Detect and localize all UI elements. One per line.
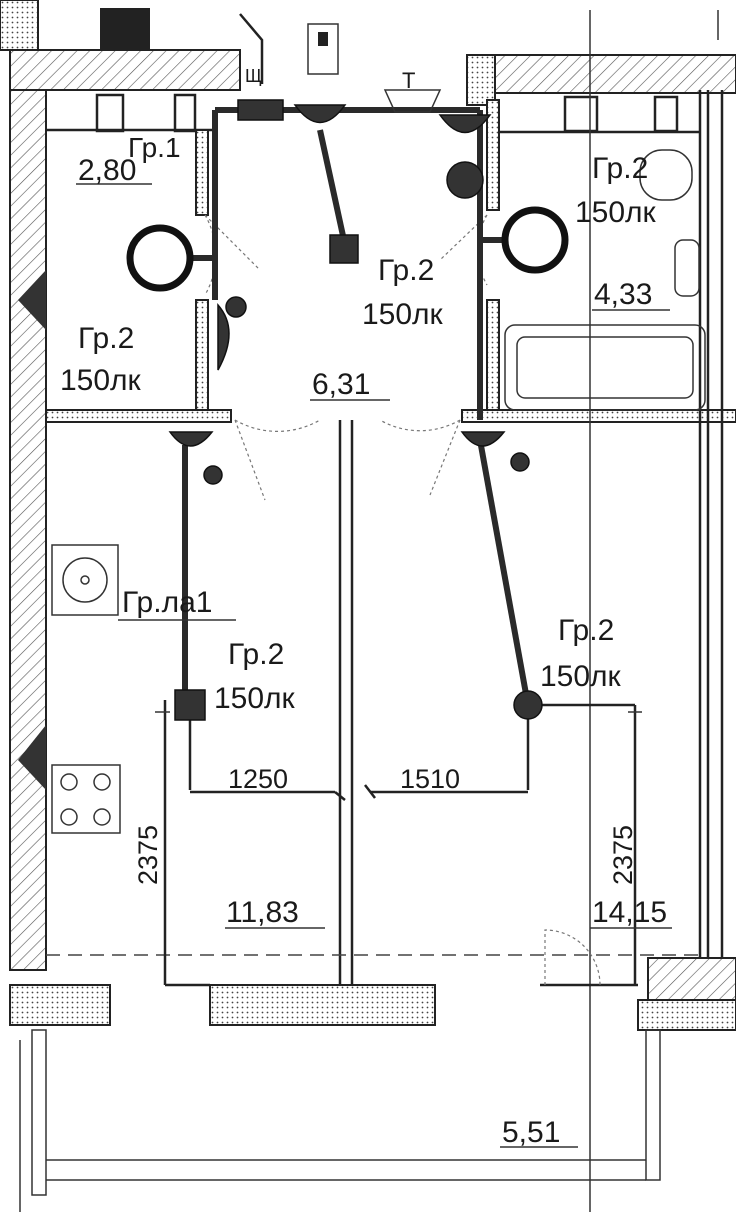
corridor-area-label: 6,31	[312, 368, 370, 401]
room-width-dimension: 1510	[400, 764, 460, 794]
corridor-lux-label: 150лк	[362, 298, 444, 331]
fixtures	[126, 89, 569, 721]
switch-icon	[293, 104, 347, 124]
room-height-dimension: 2375	[608, 825, 638, 885]
bath-ceiling-lamp-icon	[501, 206, 569, 274]
kitchen-switch-icon	[168, 431, 214, 447]
wc-area-label: 2,80	[78, 154, 136, 187]
room-area-label: 14,15	[592, 896, 667, 929]
area-underlines	[76, 183, 672, 1148]
doors	[204, 214, 601, 986]
room-switch-icon	[460, 431, 506, 447]
partitions	[18, 10, 736, 1212]
distribution-shield-icon	[237, 99, 284, 121]
dimension-lines	[155, 711, 642, 801]
kitchen-group-label: Гр.2	[228, 638, 284, 671]
room-group-label: Гр.2	[558, 614, 614, 647]
shield-label: Щ	[245, 66, 262, 86]
wc-lux-label: 150лк	[60, 364, 142, 397]
bath-group-label: Гр.2	[592, 152, 648, 185]
socket-icon-2	[217, 303, 230, 371]
room-lux-label: 150лк	[540, 660, 622, 693]
switch-icon-2	[438, 114, 492, 134]
kitchen-emergency-label: Гр.ла1	[122, 586, 212, 619]
kitchen-height-dimension: 2375	[133, 825, 163, 885]
switch-mark-label: T	[402, 68, 415, 93]
wc-ceiling-lamp-icon	[126, 224, 194, 292]
top-left-fragments	[0, 0, 339, 84]
labels: Гр.1 Щ T 2,80 Гр.2 150лк Гр.2 150лк 6,31…	[60, 66, 667, 1149]
bath-area-label: 4,33	[594, 278, 652, 311]
corridor-group-label: Гр.2	[378, 254, 434, 287]
kitchen-width-dimension: 1250	[228, 764, 288, 794]
kitchen-area-label: 11,83	[226, 896, 299, 929]
partial-top-label: Гр.1	[128, 132, 181, 163]
balcony-area-label: 5,51	[502, 1116, 560, 1149]
corridor-lamp-icon	[329, 234, 359, 264]
room-lamp-icon	[513, 690, 543, 720]
wc-group-label: Гр.2	[78, 322, 134, 355]
wiring	[182, 107, 635, 790]
bath-lux-label: 150лк	[575, 196, 657, 229]
kitchen-lamp-icon	[174, 689, 206, 721]
socket-icon	[446, 161, 484, 199]
switch-symbol-icon	[383, 89, 442, 113]
walls	[9, 49, 736, 1196]
kitchen-lux-label: 150лк	[214, 682, 296, 715]
